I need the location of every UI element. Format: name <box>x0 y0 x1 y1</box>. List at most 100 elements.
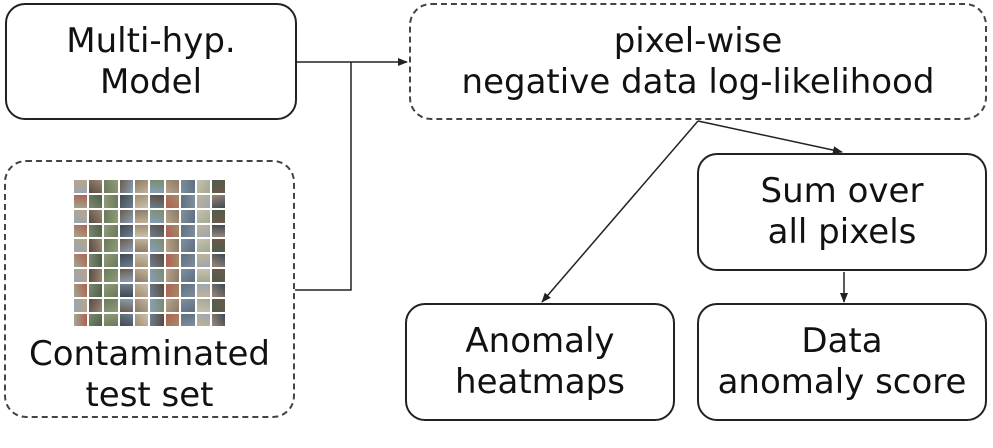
thumbnail-image <box>212 180 226 193</box>
thumbnail-image <box>119 254 134 268</box>
thumbnail-image <box>150 194 164 208</box>
thumbnail-image <box>104 254 118 268</box>
thumbnail-image <box>88 194 103 208</box>
thumbnail-image <box>181 283 195 297</box>
thumbnail-image <box>73 254 87 268</box>
thumbnail-image <box>73 209 87 223</box>
thumbnail-image <box>88 283 103 297</box>
thumbnail-image <box>150 180 164 193</box>
score-label-line2: anomaly score <box>717 362 967 402</box>
thumbnail-image <box>150 283 164 297</box>
thumbnail-image <box>73 239 87 253</box>
thumbnail-image <box>212 269 226 282</box>
thumbnail-image <box>88 298 103 312</box>
heatmaps-label-line1: Anomaly <box>465 321 615 362</box>
thumbnail-image <box>212 209 226 223</box>
testset-label: Contaminated test set <box>29 334 270 416</box>
thumbnail-image <box>135 224 149 238</box>
thumbnail-image <box>212 239 226 253</box>
image-grid-icon <box>73 180 226 327</box>
thumbnail-image <box>119 224 134 238</box>
thumbnail-image <box>165 313 180 327</box>
thumbnail-image <box>104 194 118 208</box>
thumbnail-image <box>165 254 180 268</box>
multi-hyp-model-node: Multi-hyp. Model <box>5 3 297 120</box>
thumbnail-image <box>165 209 180 223</box>
contaminated-test-set-node: Contaminated test set <box>4 160 295 418</box>
thumbnail-image <box>88 313 103 327</box>
thumbnail-image <box>88 224 103 238</box>
thumbnail-image <box>73 180 87 193</box>
thumbnail-image <box>181 313 195 327</box>
thumbnail-image <box>165 283 180 297</box>
thumbnail-image <box>104 313 118 327</box>
thumbnail-image <box>104 239 118 253</box>
nll-label-line1: pixel-wise <box>613 20 783 61</box>
thumbnail-image <box>212 254 226 268</box>
thumbnail-image <box>150 269 164 282</box>
thumbnail-image <box>119 269 134 282</box>
thumbnail-image <box>135 209 149 223</box>
thumbnail-image <box>196 254 211 268</box>
pixelwise-nll-node: pixel-wise negative data log-likelihood <box>409 3 987 120</box>
thumbnail-image <box>150 254 164 268</box>
data-anomaly-score-node: Data anomaly score <box>697 303 987 421</box>
thumbnail-image <box>150 224 164 238</box>
testset-to-nll-connector <box>295 62 352 291</box>
thumbnail-image <box>135 254 149 268</box>
thumbnail-image <box>135 313 149 327</box>
thumbnail-image <box>196 194 211 208</box>
thumbnail-image <box>165 224 180 238</box>
thumbnail-image <box>181 269 195 282</box>
thumbnail-image <box>165 180 180 193</box>
thumbnail-image <box>135 239 149 253</box>
sum-label-line2: all pixels <box>767 212 917 252</box>
thumbnail-image <box>119 283 134 297</box>
thumbnail-image <box>104 180 118 193</box>
thumbnail-image <box>135 298 149 312</box>
thumbnail-image <box>119 313 134 327</box>
sum-label-line1: Sum over <box>760 171 924 212</box>
thumbnail-image <box>196 313 211 327</box>
thumbnail-image <box>181 194 195 208</box>
thumbnail-image <box>88 254 103 268</box>
thumbnail-image <box>196 269 211 282</box>
thumbnail-image <box>165 194 180 208</box>
thumbnail-image <box>150 239 164 253</box>
thumbnail-image <box>212 298 226 312</box>
nll-label-line2: negative data log-likelihood <box>461 61 935 102</box>
thumbnail-image <box>196 298 211 312</box>
thumbnail-image <box>88 269 103 282</box>
thumbnail-image <box>73 283 87 297</box>
nll-to-sum-arrow <box>697 120 843 155</box>
score-label-line1: Data <box>801 321 883 362</box>
thumbnail-image <box>73 224 87 238</box>
thumbnail-image <box>196 209 211 223</box>
model-label-line1: Multi-hyp. <box>66 20 236 61</box>
thumbnail-image <box>104 209 118 223</box>
testset-label-line2: test set <box>85 375 214 416</box>
thumbnail-image <box>104 283 118 297</box>
thumbnail-image <box>150 298 164 312</box>
thumbnail-image <box>181 298 195 312</box>
thumbnail-image <box>73 313 87 327</box>
thumbnail-image <box>104 269 118 282</box>
thumbnail-image <box>165 269 180 282</box>
thumbnail-image <box>135 283 149 297</box>
thumbnail-image <box>196 283 211 297</box>
heatmaps-label-line2: heatmaps <box>455 362 625 402</box>
thumbnail-image <box>73 298 87 312</box>
thumbnail-image <box>119 239 134 253</box>
thumbnail-image <box>196 239 211 253</box>
thumbnail-image <box>88 180 103 193</box>
thumbnail-image <box>119 180 134 193</box>
thumbnail-image <box>181 239 195 253</box>
testset-label-line1: Contaminated <box>28 334 271 375</box>
thumbnail-image <box>212 224 226 238</box>
thumbnail-image <box>181 180 195 193</box>
thumbnail-image <box>212 194 226 208</box>
anomaly-heatmaps-node: Anomaly heatmaps <box>405 303 675 421</box>
thumbnail-image <box>135 269 149 282</box>
thumbnail-image <box>150 313 164 327</box>
thumbnail-image <box>135 180 149 193</box>
